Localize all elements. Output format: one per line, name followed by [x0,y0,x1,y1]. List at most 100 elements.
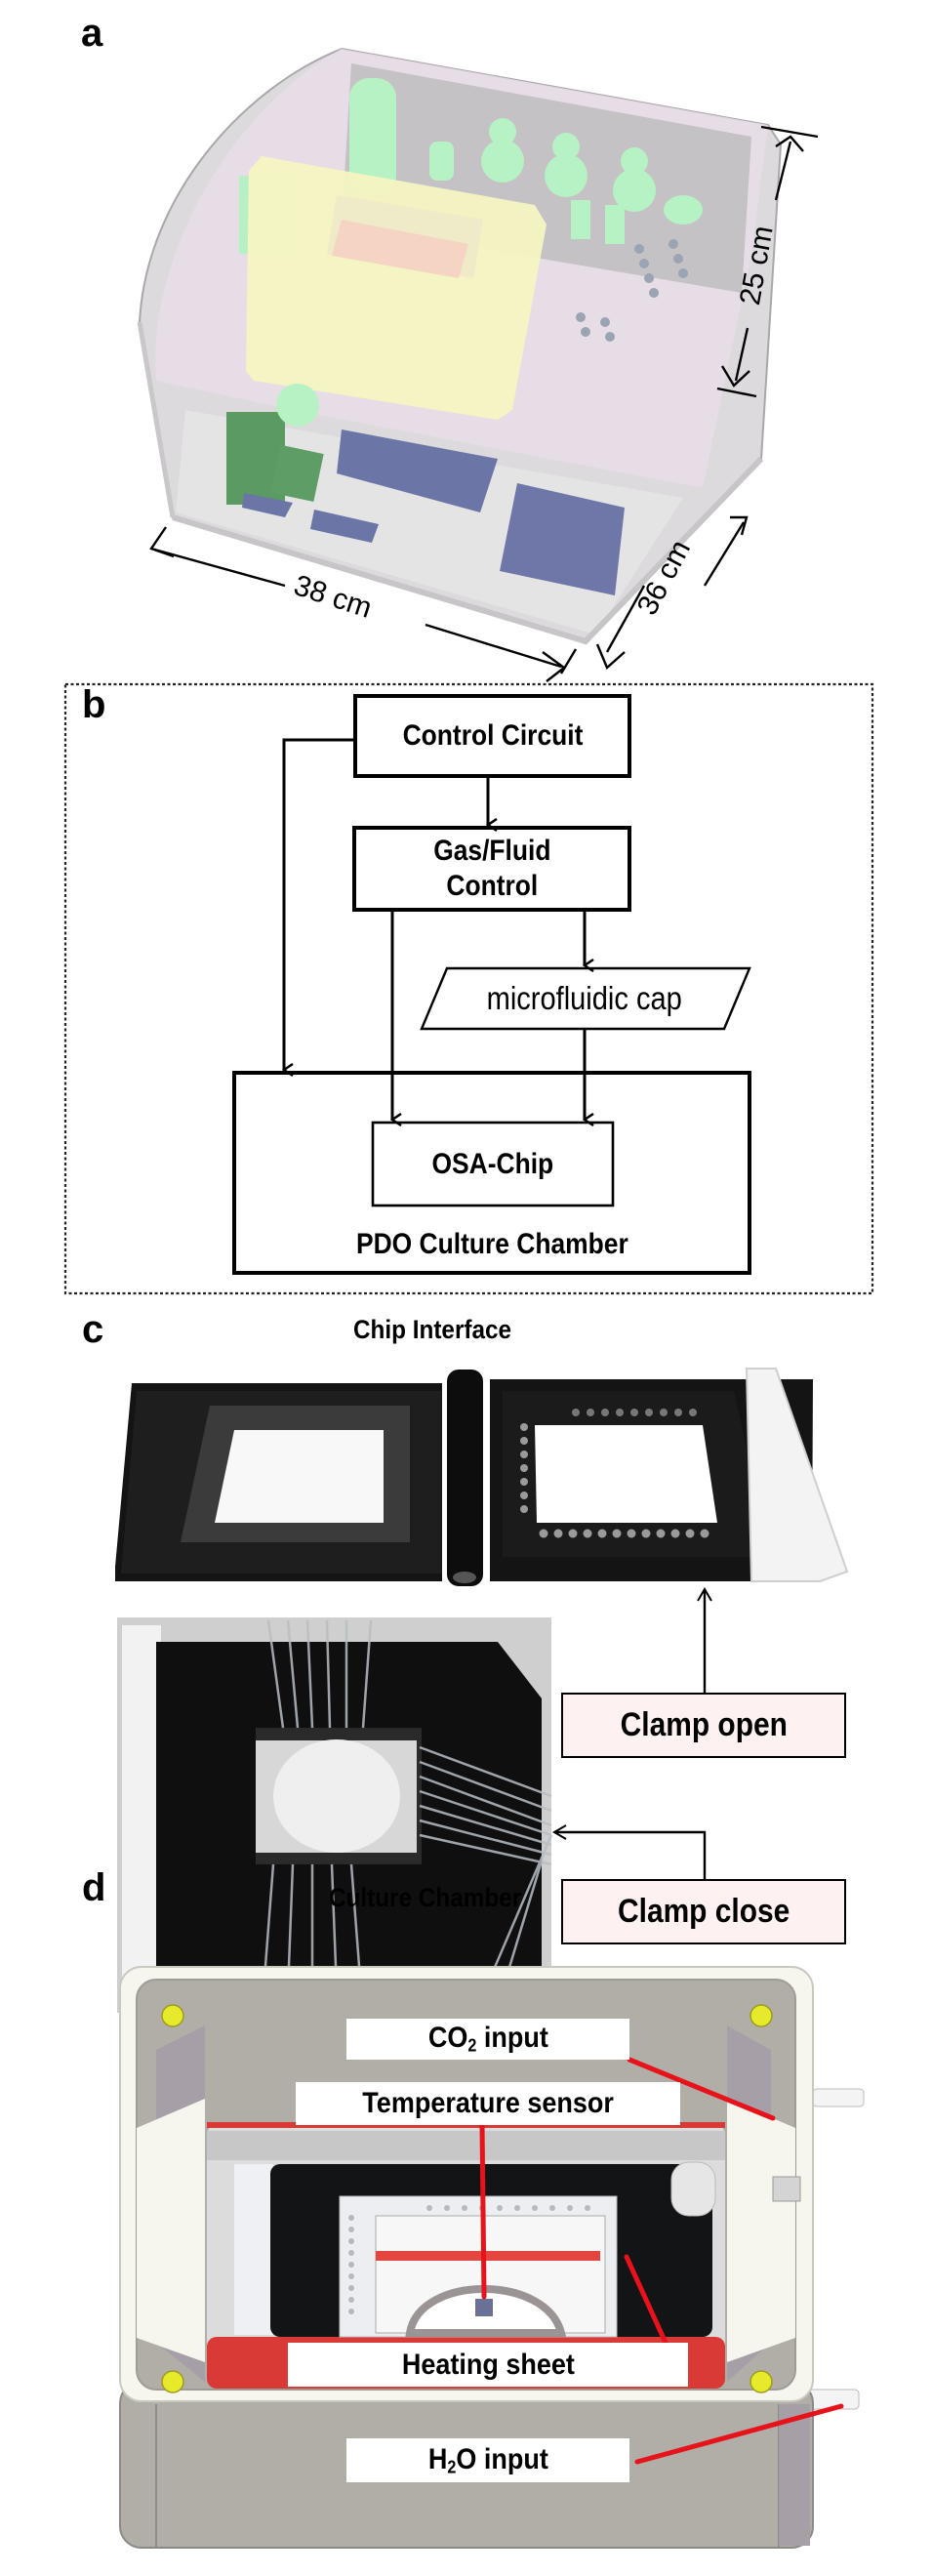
edge-control-to-pdo [284,738,355,1070]
co2-subscript: 2 [467,2035,477,2056]
dim-36cm-line-bottom [605,585,646,653]
dim-tick-mid [716,387,757,398]
blue-board-small-2 [310,510,379,543]
box-control-circuit [353,694,631,778]
dim-25cm-head-top [775,135,804,152]
co2-rest-text: input [476,2022,548,2055]
node-control-circuit-label: Control Circuit [402,719,583,752]
dim-38cm-line-left [150,547,286,588]
dim-36cm-head [595,643,626,671]
dim-38cm-tick [559,648,578,675]
leader-heating [624,2254,669,2346]
right-window [535,1425,717,1523]
temperature-sensor-chip [475,2299,493,2316]
node-microfluidic-cap: microfluidic cap [429,968,740,1029]
dim-25cm-line-bottom [734,327,750,382]
green-cylinder [349,78,396,195]
panel-d-title: Culture Chamber [329,1883,522,1912]
h2o-text: H [427,2442,447,2475]
arrow-clamp-close [552,1824,707,1879]
node-pdo-label: PDO Culture Chamber [355,1228,628,1260]
h2o-rest-text: O input [456,2442,548,2475]
port-holes [576,239,688,342]
dimension-arrows [149,125,819,682]
panel-letter-d: d [82,1866,106,1909]
screw-top-right [750,2004,773,2027]
frame-right-lobe [727,2099,795,2362]
node-pdo-culture-chamber: PDO Culture Chamber [234,1220,750,1269]
dim-tick-top [760,125,819,139]
tag-temperature-sensor-label: Temperature sensor [362,2087,614,2119]
box-osa-chip [371,1121,615,1207]
clamp-arrows [552,1587,712,1879]
dim-25cm-line-top [774,141,792,201]
leader-temperature [479,2122,487,2300]
panel-c-title: Chip Interface [353,1315,512,1344]
side-connector [772,2176,801,2202]
tag-temperature-sensor: Temperature sensor [296,2082,680,2125]
flowchart-edges [284,738,585,1120]
node-microfluidic-cap-label: microfluidic cap [486,980,683,1017]
closed-chip-well [273,1739,400,1853]
hinge [447,1370,483,1586]
dim-38cm-head-left [149,526,175,558]
callout-clamp-open-label: Clamp open [620,1706,788,1743]
frame-left-lobe [137,2099,205,2362]
node-gas-fluid-line1: Gas/Fluid [432,835,551,867]
blue-board-small-1 [242,493,293,517]
dim-25cm-head-bottom [720,365,750,388]
enclosure-front-edge [172,456,764,645]
closed-clamp-white [122,1625,161,2006]
dim-36cm-line-top [703,521,746,587]
holder-white [234,2164,273,2335]
panel-letter-c: c [82,1308,104,1351]
port-dots-left [520,1423,528,1513]
tag-heating-sheet: Heating sheet [288,2343,688,2387]
tag-h2o-input: H2O input [346,2438,629,2482]
panel-b-dashed-border [63,682,874,1295]
leader-h2o [634,2403,844,2465]
screws [161,2004,773,2393]
co2-text: CO [427,2022,468,2055]
chip-red-bar [376,2251,600,2261]
yellow-module-red-window [332,220,468,278]
dark-green-box-2 [270,444,324,503]
callout-clamp-open: Clamp open [561,1693,846,1758]
node-osa-chip: OSA-Chip [373,1123,613,1206]
panel-letter-b: b [82,683,106,726]
dim-38cm-head-right [542,651,566,682]
clamp-bar [745,1368,849,1582]
left-chip-window [215,1430,384,1523]
heater-inner-gray [207,2131,725,2160]
light-green-cylinder [276,384,319,427]
screw-top-left [161,2004,184,2027]
leader-co2 [627,2057,776,2121]
chip-port-dots [348,2205,590,2314]
blue-power-supply [500,483,625,595]
port-dots-top [572,1409,697,1416]
panel-letter-a: a [81,12,103,55]
box-microfluidic-cap [420,966,751,1031]
hinge-end [453,1572,476,1583]
port-dots-bottom [539,1529,709,1538]
dim-38cm-line-right [425,623,562,669]
chamber-base-side [779,2404,810,2546]
co2-inlet-tube [812,2088,865,2107]
node-osa-chip-label: OSA-Chip [431,1147,554,1180]
tag-heating-sheet-label: Heating sheet [401,2348,575,2381]
screw-bottom-left [161,2370,184,2393]
node-gas-fluid-control: Gas/Fluid Control [354,828,629,910]
chip-interface-photo-closed [117,1617,553,2013]
heater-top-strip [207,2122,725,2128]
tag-h2o-input-label: H2O input [427,2443,547,2478]
flowchart-boxes [232,694,751,1275]
screw-bottom-right [750,2370,773,2393]
tag-co2-input-label: CO2 input [428,2022,548,2057]
h2o-subscript: 2 [446,2457,457,2477]
blue-board-large [337,429,498,512]
leader-lines [479,2057,844,2465]
dim-36cm-head-top [730,515,749,536]
roller [670,2161,716,2217]
chip-interface-photo-open [115,1368,849,1586]
